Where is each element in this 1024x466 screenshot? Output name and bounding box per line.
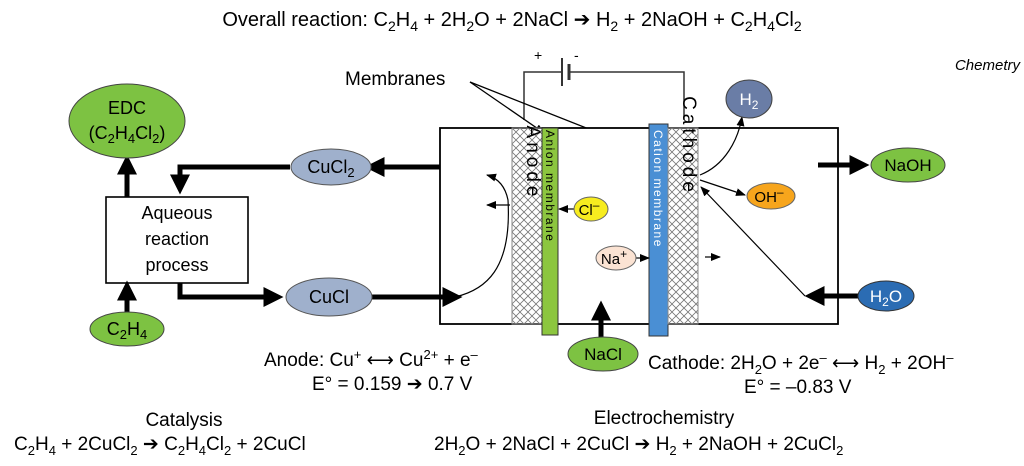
chloride-label: Cl– (579, 198, 600, 219)
membranes-label: Membranes (345, 69, 445, 90)
edc-label: EDC (108, 98, 146, 118)
cucl-node (285, 277, 373, 317)
cathode-equation: Cathode: 2H2O + 2e– ⟷ H2 + 2OH– (648, 350, 954, 377)
process-box (105, 196, 249, 284)
nacl-node (567, 336, 639, 372)
battery: + - (523, 47, 685, 120)
svg-text:+: + (534, 47, 542, 63)
sodium-ion (595, 245, 637, 271)
catalysis-equation: C2H4 + 2CuCl2 ➔ C2H4Cl2 + 2CuCl (14, 434, 306, 458)
overall-reaction: Overall reaction: C2H4 + 2H2O + 2NaCl ➔ … (222, 9, 802, 34)
process-line-2: reaction (145, 229, 209, 249)
cucl-label: CuCl (309, 287, 349, 307)
c2h4-label: C2H4 (107, 319, 147, 342)
chloride-ion (573, 196, 609, 222)
anion-membrane (541, 127, 559, 336)
anode-equation: Anode: Cu+ ⟷ Cu2+ + e– (264, 347, 479, 371)
cell-box (439, 127, 839, 325)
h2-label: H2 (740, 90, 759, 112)
h2o-label: H2O (870, 287, 902, 309)
svg-text:-: - (574, 47, 579, 63)
nacl-label: NaCl (584, 345, 622, 364)
process-line-1: Aqueous (141, 203, 212, 223)
catalysis-title: Catalysis (145, 410, 222, 431)
h2o-node (857, 280, 915, 312)
cucl2-label: CuCl2 (307, 157, 354, 180)
edc-node (68, 83, 186, 159)
edc-formula: (C2H4Cl2) (89, 123, 166, 146)
anion-membrane-label: Anion membrane (543, 130, 557, 242)
naoh-label: NaOH (884, 156, 931, 175)
cucl2-node (290, 148, 372, 186)
cation-membrane-label: Cation membrane (651, 130, 665, 248)
electrochemistry-equation: 2H2O + 2NaCl + 2CuCl ➔ H2 + 2NaOH + 2CuC… (434, 434, 843, 458)
anode-label: Anode (522, 126, 543, 201)
cathode-potential: E° = –0.83 V (744, 377, 852, 398)
watermark: Chemetry (955, 57, 1022, 74)
c2h4-node (89, 311, 165, 347)
process-line-3: process (145, 255, 208, 275)
anode-electrode (511, 127, 543, 325)
hydroxide-ion (746, 182, 796, 210)
hydroxide-label: OH– (754, 185, 784, 206)
sodium-label: Na+ (601, 247, 627, 268)
anode-potential: E° = 0.159 ➔ 0.7 V (312, 374, 473, 395)
naoh-node (870, 147, 946, 183)
cathode-electrode (667, 127, 699, 325)
h2-node (725, 79, 773, 119)
electrochemistry-title: Electrochemistry (594, 408, 735, 429)
cathode-label: Cathode (678, 96, 699, 196)
